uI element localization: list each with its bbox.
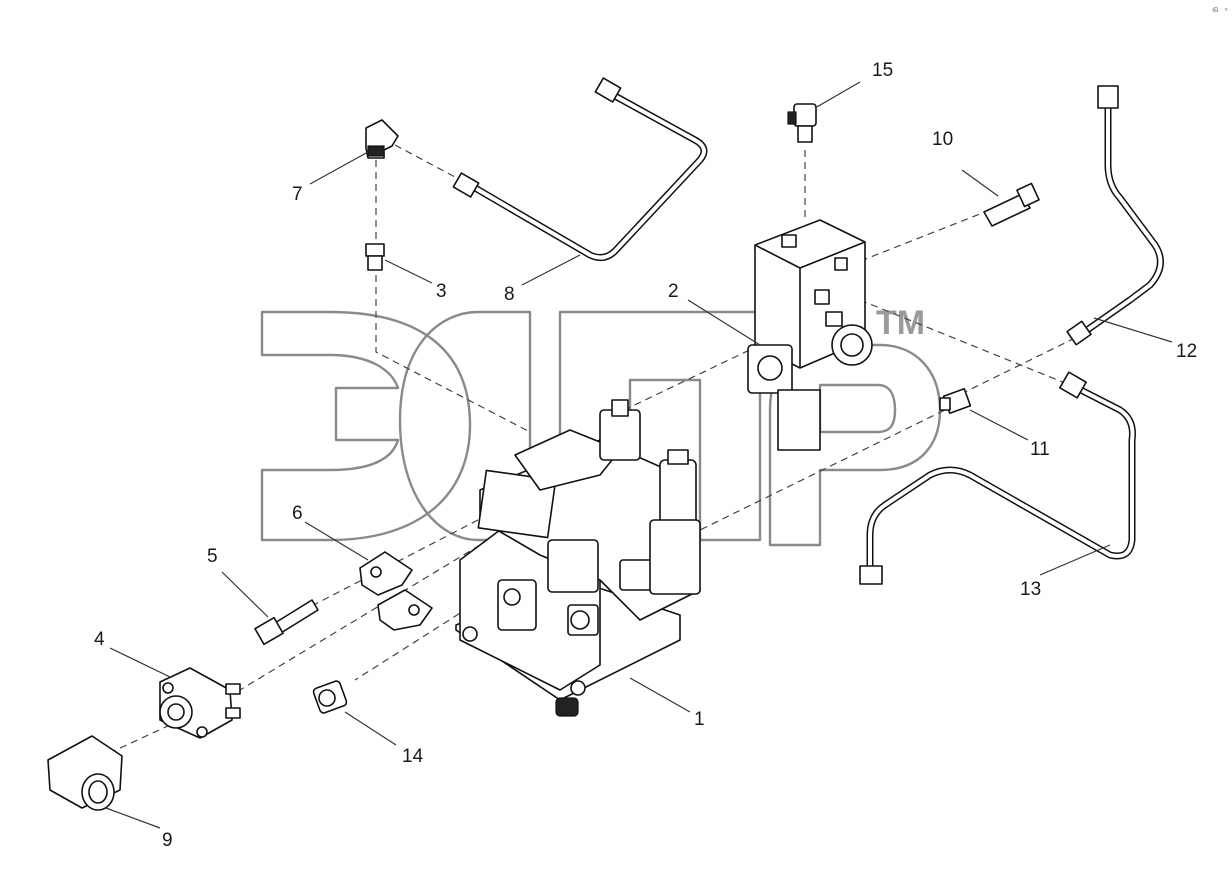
bolt-part-10	[983, 182, 1040, 227]
valve-block-part-2	[747, 219, 873, 451]
split-flange-part-6	[359, 551, 433, 631]
callout-11: 11	[1030, 439, 1050, 460]
pump-assembly-part-1	[455, 399, 701, 717]
callout-6: 6	[292, 503, 303, 524]
tube-part-12	[1066, 85, 1164, 346]
cap-screw-part-5	[254, 599, 319, 646]
callout-10: 10	[932, 129, 953, 150]
callout-15: 15	[872, 60, 893, 81]
callout-4: 4	[94, 629, 105, 650]
elbow-fitting-part-7	[365, 119, 399, 159]
callout-8: 8	[504, 284, 515, 305]
callout-5: 5	[207, 546, 218, 567]
leader-lines	[105, 81, 1173, 829]
callout-labels: 1 2 3 4 5 6 7 8 9 10 11 12 13 14 15	[94, 60, 1197, 851]
plug-part-14	[312, 680, 348, 714]
tube-part-13	[859, 371, 1136, 585]
adapter-part-3	[365, 243, 385, 271]
tube-part-8	[452, 77, 708, 262]
callout-14: 14	[402, 746, 424, 767]
callout-3: 3	[436, 281, 447, 302]
callout-2: 2	[668, 281, 679, 302]
callout-9: 9	[162, 830, 173, 851]
callout-7: 7	[292, 184, 303, 205]
corner-mark: ଈ ∘ ∘ ∘	[1212, 5, 1232, 14]
callout-13: 13	[1020, 579, 1041, 600]
fitting-part-11	[939, 387, 972, 415]
callout-1: 1	[694, 709, 705, 730]
callout-12: 12	[1176, 341, 1197, 362]
flange-part-4	[159, 667, 241, 739]
sensor-part-15	[787, 103, 817, 143]
coupling-nut-part-9	[47, 735, 123, 811]
